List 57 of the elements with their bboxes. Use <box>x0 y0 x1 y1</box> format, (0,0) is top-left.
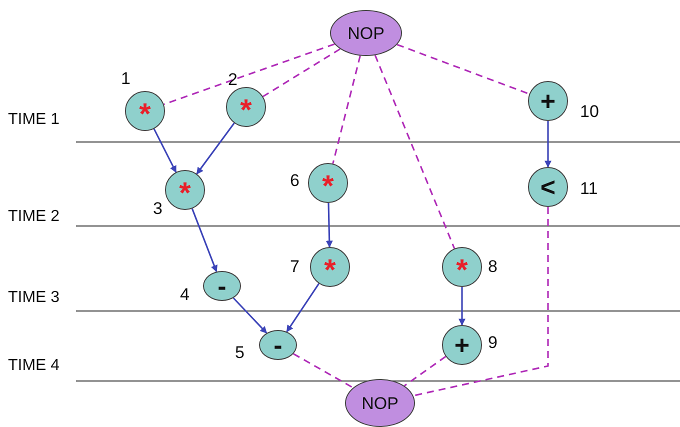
arrow <box>544 121 552 168</box>
dashed-line <box>332 56 361 164</box>
operation-node <box>308 163 348 203</box>
nop-ellipse <box>345 379 415 427</box>
time-step-label: TIME 1 <box>8 112 60 128</box>
node-number: 1 <box>121 70 130 87</box>
operator-symbol: * <box>179 179 191 209</box>
node-number: 2 <box>228 71 238 88</box>
time-step-label: TIME 2 <box>8 209 60 225</box>
operator-symbol: - <box>218 273 226 299</box>
dashed-line <box>413 207 549 396</box>
operation-node <box>259 330 297 360</box>
operator-symbol: - <box>274 332 282 358</box>
node-number: 7 <box>290 258 300 275</box>
node-number: 11 <box>580 180 598 197</box>
arrow <box>286 283 320 332</box>
arrow <box>153 128 177 173</box>
operation-node <box>203 271 241 301</box>
dashed-line <box>262 48 341 98</box>
arrow <box>458 287 466 326</box>
node-number: 4 <box>180 286 190 303</box>
nop-ellipse <box>330 10 402 56</box>
operation-node <box>528 81 568 121</box>
arrow <box>326 202 333 248</box>
operator-symbol: * <box>322 172 334 202</box>
node-label: NOP <box>362 394 398 412</box>
operation-node <box>226 87 266 127</box>
operation-node <box>442 247 482 287</box>
node-number: 5 <box>235 344 244 361</box>
node-number: 10 <box>580 103 599 120</box>
operation-node <box>310 247 350 287</box>
time-step-label: TIME 4 <box>8 358 60 374</box>
operation-node <box>442 325 482 365</box>
dashed-line <box>164 43 335 106</box>
operator-symbol: * <box>456 256 468 286</box>
dashed-line <box>396 44 530 95</box>
time-step-label: TIME 3 <box>8 290 60 306</box>
operation-node <box>528 167 568 207</box>
dashed-line <box>293 353 354 388</box>
dashed-line <box>374 54 456 249</box>
operator-symbol: + <box>454 332 470 358</box>
operator-symbol: * <box>139 100 151 130</box>
node-number: 9 <box>488 334 498 351</box>
operator-symbol: * <box>240 96 252 126</box>
arrow <box>196 122 235 174</box>
operator-symbol: * <box>324 256 336 286</box>
dashed-line <box>404 356 446 386</box>
operator-symbol: + <box>540 88 556 114</box>
operation-node <box>165 170 205 210</box>
arrow <box>191 208 218 272</box>
arrow <box>232 297 268 334</box>
node-number: 6 <box>290 172 300 189</box>
operator-symbol: < <box>540 174 556 200</box>
node-number: 8 <box>488 258 498 275</box>
node-number: 3 <box>153 200 162 217</box>
operation-node <box>125 91 165 131</box>
node-label: NOP <box>348 24 384 42</box>
